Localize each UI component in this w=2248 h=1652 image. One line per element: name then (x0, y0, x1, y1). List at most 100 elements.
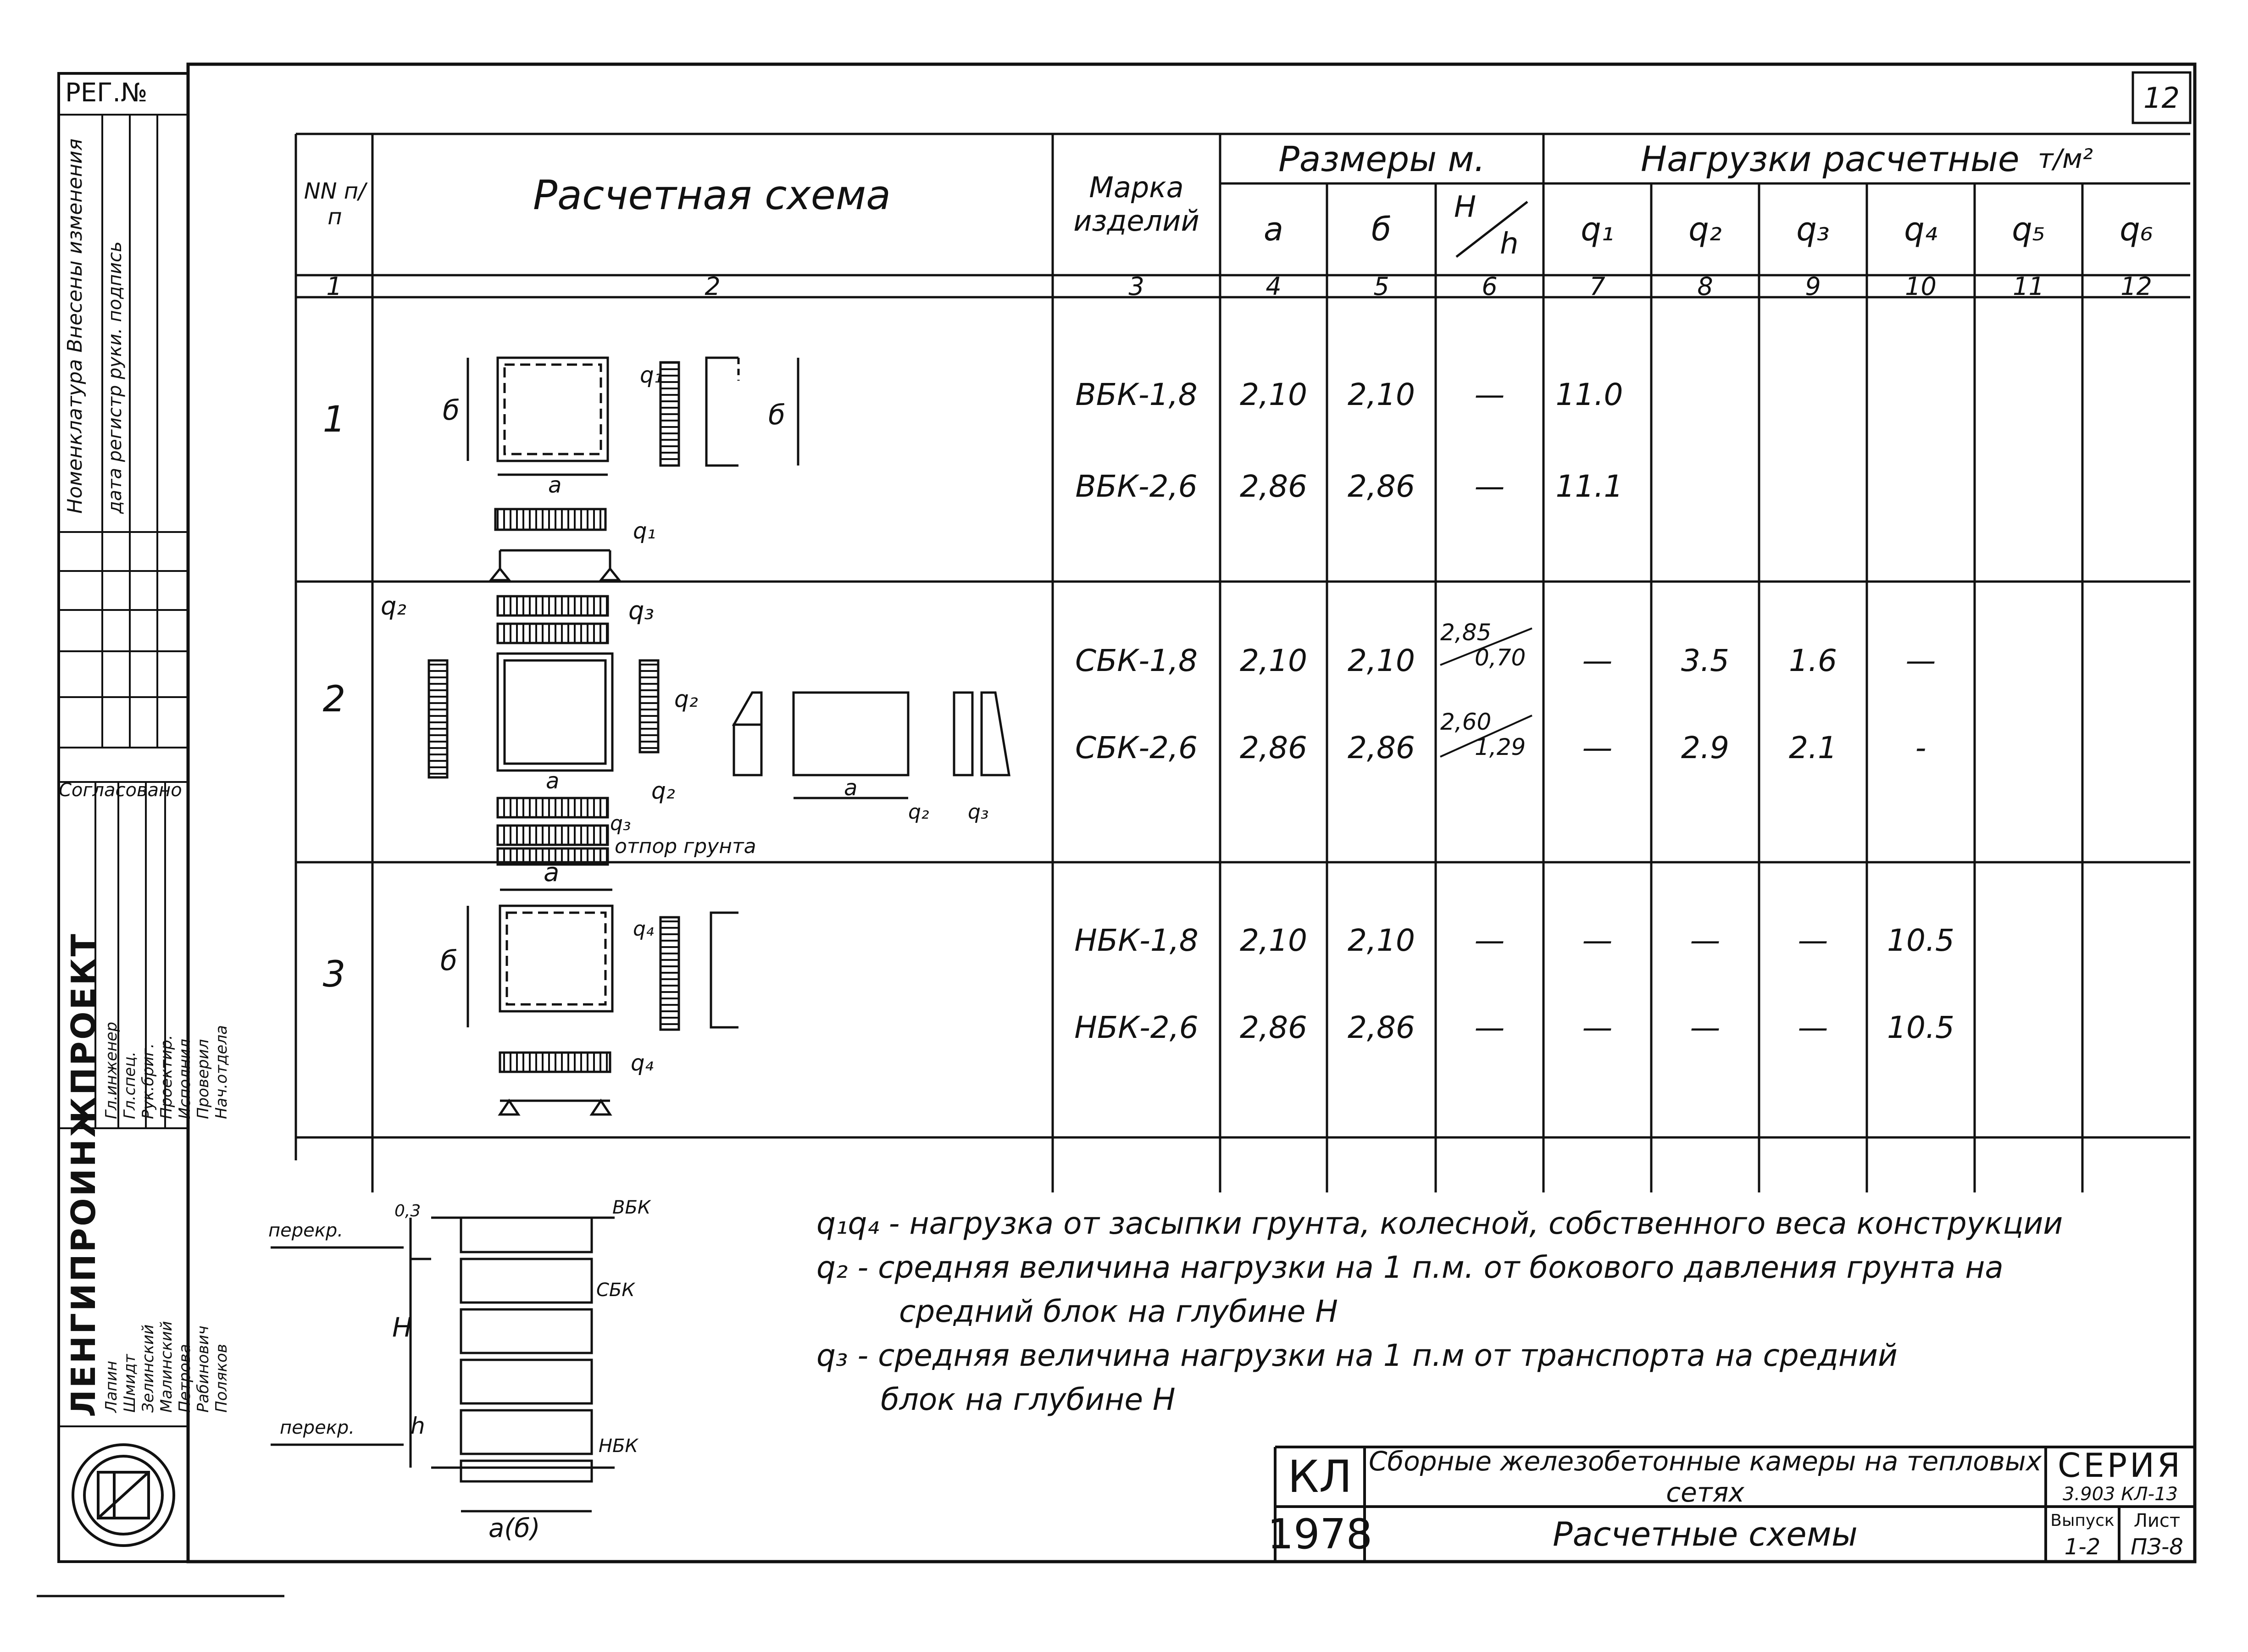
note-line: q₂ - средняя величина нагрузки на 1 п.м.… (816, 1250, 2004, 1285)
mark-cell: СБК-1,8 (1075, 643, 1198, 678)
q2-cell: — (1690, 922, 1721, 958)
hh-cell: — (1474, 922, 1505, 958)
section-label-vbk: ВБК (612, 1197, 651, 1218)
q1-cell: — (1582, 730, 1613, 765)
header-q4: q₄ (1904, 211, 1937, 248)
q1-cell: 11.0 (1555, 377, 1623, 412)
header-q2: q₂ (1688, 211, 1722, 248)
col-number: 3 (1128, 272, 1144, 301)
page-number: 12 (2143, 81, 2180, 115)
diagram-label-a: а (844, 775, 858, 801)
a-cell: 2,10 (1240, 377, 1307, 412)
col-number: 12 (2120, 272, 2152, 301)
mark-cell: НБК-2,6 (1074, 1009, 1199, 1045)
hh-numerator: 2,60 (1440, 709, 1492, 735)
header-a: а (1264, 211, 1283, 248)
header-loads-unit: т/м² (2037, 143, 2093, 174)
diagram-label-q3: q₃ (628, 596, 654, 625)
header-loads-title: Нагрузки расчетные (1640, 138, 2020, 179)
col-number: 6 (1482, 272, 1498, 301)
agreed-label: Согласовано (59, 780, 182, 801)
section-label-ab: а(б) (488, 1513, 540, 1543)
diagram-label-b: б (443, 394, 460, 427)
section-label-h: h (411, 1413, 425, 1439)
b-cell: 2,10 (1348, 377, 1415, 412)
diagram-label-a: а (548, 472, 562, 498)
note-line: q₃ - средняя величина нагрузки на 1 п.м … (816, 1338, 1898, 1373)
diagram-label-q2: q₂ (674, 686, 698, 712)
mark-cell: НБК-1,8 (1074, 922, 1199, 958)
diagram-label-soil: отпор грунта (615, 835, 756, 858)
q3-cell: 1.6 (1789, 643, 1837, 678)
b-cell: 2,10 (1348, 643, 1415, 678)
row1-block-diagram (466, 356, 799, 582)
header-b: б (1371, 211, 1392, 248)
left-stamp-grid (59, 114, 188, 1547)
reg-number-label: РЕГ.№ (65, 78, 148, 108)
header-q5: q₅ (2012, 211, 2045, 248)
a-cell: 2,86 (1240, 1009, 1307, 1045)
a-cell: 2,10 (1240, 643, 1307, 678)
diagram-label-a: а (546, 768, 560, 794)
hh-denominator: 0,70 (1475, 644, 1526, 671)
mark-cell: ВБК-2,6 (1075, 468, 1198, 504)
header-mark: Марка изделий (1073, 171, 1199, 238)
col-number: 10 (1905, 272, 1937, 301)
a-cell: 2,86 (1240, 730, 1307, 765)
header-q6: q₆ (2120, 211, 2153, 248)
note-line: средний блок на глубине H (899, 1294, 1338, 1329)
header-loads: Нагрузки расчетные т/м² (1543, 134, 2190, 183)
title-year: 1978 (1267, 1510, 1373, 1558)
q4-cell: 10.5 (1887, 922, 1954, 958)
mark-cell: ВБК-1,8 (1075, 377, 1198, 412)
header-sizes: Размеры м. (1278, 138, 1485, 179)
col-number: 9 (1805, 272, 1821, 301)
mark-cell: СБК-2,6 (1075, 730, 1198, 765)
q4-cell: - (1915, 730, 1926, 765)
diagram-label-q3: q₃ (610, 812, 631, 835)
header-q3: q₃ (1796, 211, 1830, 248)
header-nn: NN п/п (304, 178, 366, 230)
hh-numerator: 2,85 (1440, 619, 1492, 646)
header-q1: q₁ (1581, 211, 1614, 248)
section-label-H: H (392, 1312, 412, 1343)
diagram-label-q4: q₄ (633, 917, 654, 941)
diagram-label-b: б (440, 945, 458, 977)
diagram-label-q1: q₁ (640, 362, 663, 388)
diagram-label-b: б (768, 399, 786, 431)
a-cell: 2,86 (1240, 468, 1307, 504)
left-stamp: РЕГ.№ (59, 73, 231, 1562)
issue-label: Выпуск (2050, 1511, 2115, 1530)
diagram-label-q2: q₂ (381, 592, 406, 621)
col-number: 5 (1373, 272, 1389, 301)
row2-block-diagram (427, 595, 1010, 866)
q4-cell: — (1905, 643, 1936, 678)
sheet-value: ПЗ-8 (2131, 1534, 2183, 1560)
row-number: 1 (322, 399, 346, 440)
notes: q₁q₄ - нагрузка от засыпки грунта, колес… (816, 1202, 2063, 1422)
note-line: блок на глубине H (881, 1382, 1176, 1417)
b-cell: 2,86 (1348, 468, 1415, 504)
section-label-dim: 0,3 (394, 1202, 421, 1220)
b-cell: 2,86 (1348, 1009, 1415, 1045)
section-label-bottom: перекр. (280, 1417, 355, 1438)
col-number: 11 (2013, 272, 2044, 301)
q1-cell: — (1582, 1009, 1613, 1045)
q2-cell: 3.5 (1681, 643, 1729, 678)
row-number: 2 (322, 679, 346, 720)
diagram-label-q4: q₄ (631, 1050, 654, 1076)
b-cell: 2,86 (1348, 730, 1415, 765)
q1-cell: — (1582, 643, 1613, 678)
q2-cell: 2.9 (1681, 730, 1729, 765)
q1-cell: 11.1 (1555, 468, 1623, 504)
section-label-sbk: СБК (596, 1280, 635, 1301)
title-main: Сборные железобетонные камеры на тепловы… (1368, 1446, 2042, 1508)
q4-cell: 10.5 (1887, 1009, 1954, 1045)
col-number: 8 (1697, 272, 1713, 301)
q3-cell: 2.1 (1789, 730, 1837, 765)
diagram-label-q1: q₁ (633, 518, 656, 544)
